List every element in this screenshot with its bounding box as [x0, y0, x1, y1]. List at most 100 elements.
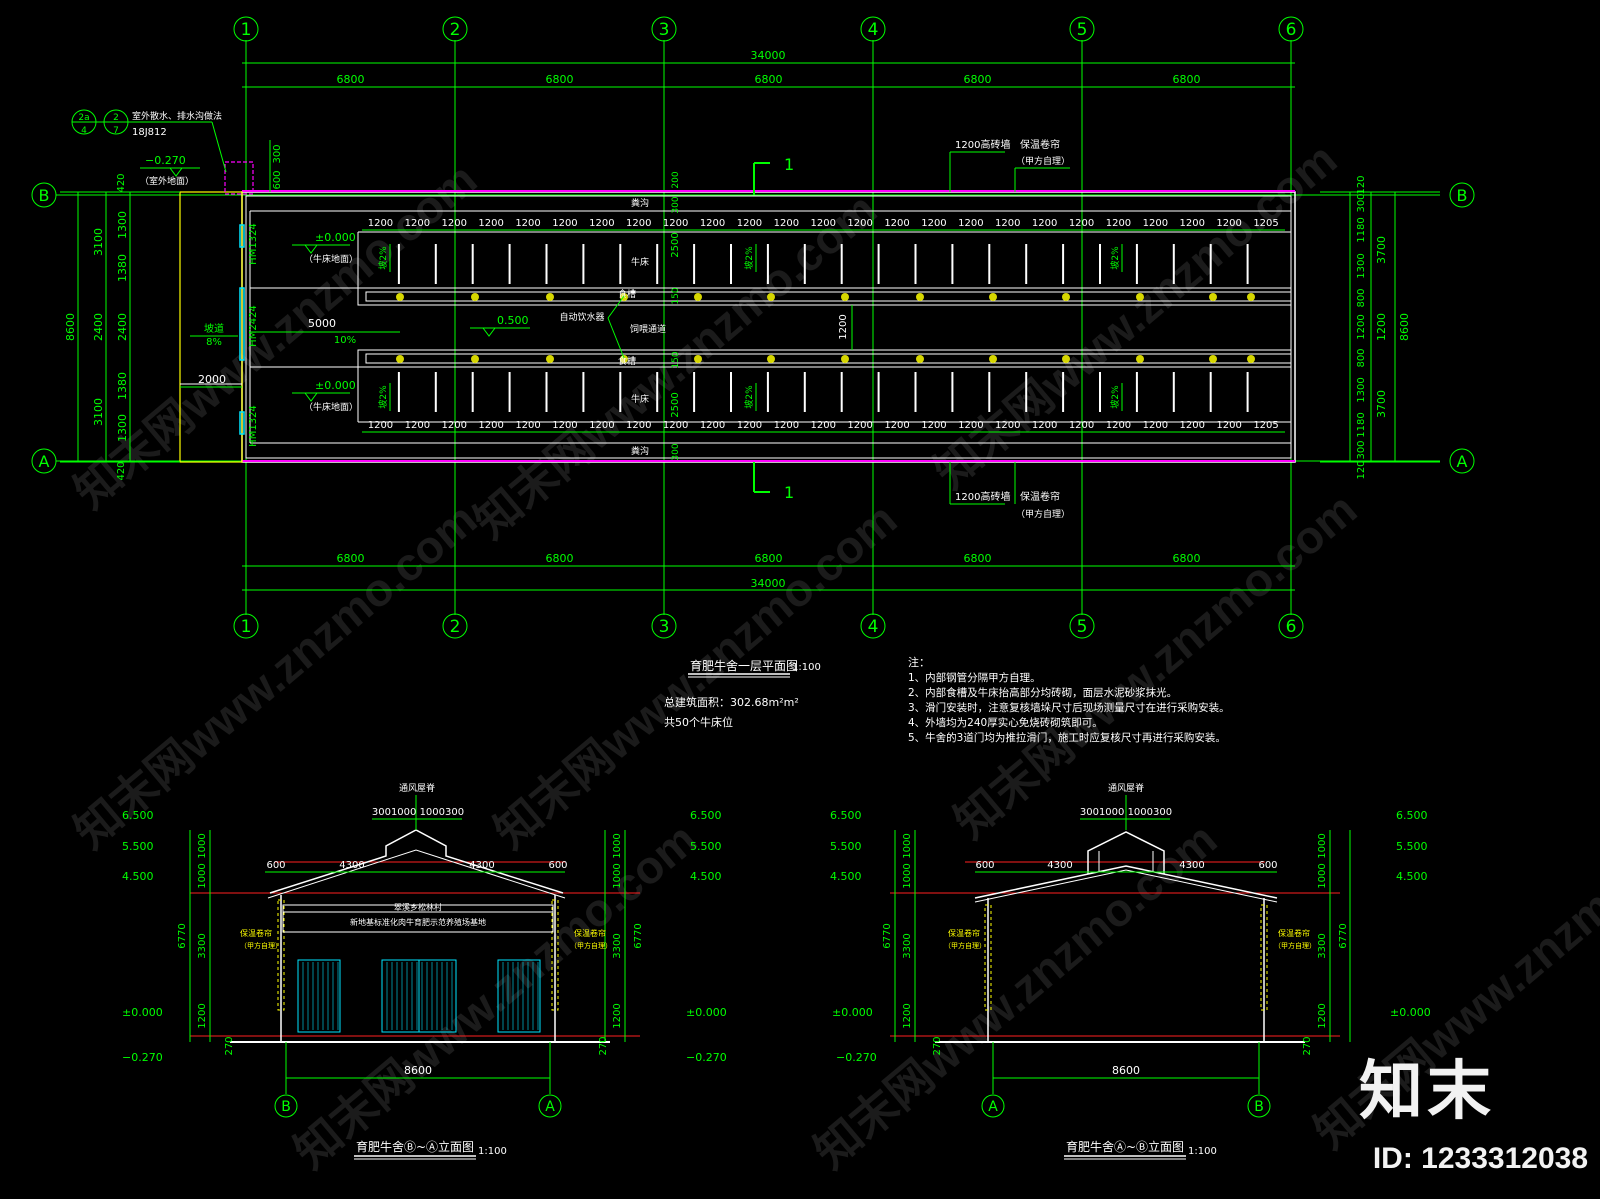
label-trough-top: 食槽 — [618, 288, 636, 300]
section-mark-top: 1 — [784, 155, 794, 174]
axis-bubble-A — [31, 448, 57, 474]
bay-dim-top-4: 6800 — [964, 73, 992, 86]
stall-dim-top: 1200 — [478, 218, 503, 229]
elev-r-dim-3300: 3300 — [902, 933, 913, 958]
right-dim-800a: 800 — [1356, 288, 1367, 307]
drinker-mark — [916, 293, 924, 301]
slope-2pct-label: 坡2% — [743, 385, 755, 409]
elev-r-axis-left: A — [988, 1099, 998, 1115]
stall-dim-bottom: 1200 — [774, 420, 799, 431]
elev-r-dim-3300b: 3300 — [1317, 933, 1328, 958]
bay-dim-bottom-3: 6800 — [755, 552, 783, 565]
elev-r-eave-4300b: 4300 — [1179, 860, 1204, 871]
elev-r-curtain-r: 保温卷帘 — [1278, 928, 1310, 938]
dim-2500-bottom: 2500 — [670, 392, 681, 417]
dim-600: 600 — [272, 170, 283, 189]
stall-dim-top: 1200 — [1069, 218, 1094, 229]
bay-dim-bottom-5: 6800 — [1173, 552, 1201, 565]
right-dim-3700b: 3700 — [1375, 390, 1388, 418]
bay-dim-top-5: 6800 — [1173, 73, 1201, 86]
drinker-mark — [1136, 293, 1144, 301]
bay-dim-bottom-4: 6800 — [964, 552, 992, 565]
curtain-sub-bottom: （甲方自理） — [1016, 508, 1070, 520]
notes-title: 注： — [908, 655, 930, 669]
stall-dim-top: 1200 — [774, 218, 799, 229]
left-dim-1300b: 1300 — [116, 414, 129, 442]
curtain-note-bottom: 保温卷帘 — [1020, 490, 1060, 503]
detail-ref-a: 2a — [78, 113, 89, 123]
stall-dim-top: 1200 — [1032, 218, 1057, 229]
left-dim-3100a: 3100 — [92, 228, 105, 256]
stall-dim-top: 1200 — [626, 218, 651, 229]
axis-label-3: 3 — [659, 617, 670, 637]
beds-text: 共50个牛床位 — [664, 715, 733, 729]
elev-l-dim-1200: 1200 — [197, 1003, 208, 1028]
elev-r-eave-4300a: 4300 — [1047, 860, 1072, 871]
elev-r-ridge-dims: 3001000 1000300 — [1080, 807, 1172, 818]
stall-dim-bottom: 1200 — [589, 420, 614, 431]
elev-l-curtain-sub-l: （甲方自理） — [240, 941, 282, 950]
level-floor-top: ±0.000 — [315, 231, 356, 244]
stall-dim-top: 1200 — [1216, 218, 1241, 229]
drinker-mark — [1209, 355, 1217, 363]
right-dim-1180b: 1180 — [1356, 412, 1367, 437]
stall-dim-top: 1200 — [515, 218, 540, 229]
level-floor-note-top: （牛床地面） — [304, 253, 358, 265]
stall-dim-bottom: 1200 — [405, 420, 430, 431]
left-dim-1380b: 1380 — [116, 372, 129, 400]
label-trough-bottom: 食槽 — [618, 355, 636, 367]
elev-r-curtain-l: 保温卷帘 — [948, 928, 980, 938]
axis-label-2: 2 — [450, 617, 461, 637]
sign-line-1: 翠溪乡松林村 — [394, 902, 442, 912]
elev-l-dim-1000a: 1000 — [197, 833, 208, 858]
elev-l-level-45-l: 4.500 — [122, 870, 154, 883]
drinker-mark — [767, 355, 775, 363]
elev-l-dim-6770b: 6770 — [633, 923, 644, 948]
axis-label-B: B — [39, 186, 50, 205]
elev-r-dim-1000c: 1000 — [1317, 833, 1328, 858]
drinker-mark — [989, 355, 997, 363]
door-hm1324-b: HM1324 — [248, 405, 259, 447]
axis-label-2: 2 — [450, 20, 461, 40]
left-dim-1380a: 1380 — [116, 254, 129, 282]
elev-l-eave-4300b: 4300 — [469, 860, 494, 871]
stall-dim-top: 1200 — [700, 218, 725, 229]
drinker-mark — [1247, 293, 1255, 301]
slope-2pct-label: 坡2% — [743, 246, 755, 270]
detail-ref-std: 18J812 — [132, 127, 167, 138]
drinker-mark — [1062, 355, 1070, 363]
elev-r-level-45-r: 4.500 — [1396, 870, 1428, 883]
axis-bubble-6 — [1278, 16, 1304, 42]
axis-bubble-B — [31, 182, 57, 208]
stall-dim-top: 1200 — [552, 218, 577, 229]
axis-label-4: 4 — [868, 617, 879, 637]
elev-r-axis-right: B — [1254, 1099, 1264, 1115]
drinker-mark — [396, 293, 404, 301]
elev-l-dim-1000b: 1000 — [197, 863, 208, 888]
stall-dim-bottom: 1200 — [847, 420, 872, 431]
wall-note-bottom: 1200高砖墙 — [955, 490, 1010, 503]
axis-bubble-A — [1449, 448, 1475, 474]
elev-l-dim-3300: 3300 — [197, 933, 208, 958]
stall-dim-top: 1200 — [589, 218, 614, 229]
elev-l-level-65-r: 6.500 — [690, 809, 722, 822]
drinker-mark — [546, 293, 554, 301]
drinker-mark — [1247, 355, 1255, 363]
note-1: 1、内部钢管分隔甲方自理。 — [908, 671, 1041, 684]
stall-dim-bottom: 1200 — [442, 420, 467, 431]
label-dung-top: 粪沟 — [631, 197, 649, 209]
left-dim-3100b: 3100 — [92, 398, 105, 426]
dim-5000: 5000 — [308, 317, 336, 330]
left-dim-2400b: 2400 — [116, 313, 129, 341]
stall-dim-bottom: 1200 — [958, 420, 983, 431]
stall-dim-bottom: 1200 — [552, 420, 577, 431]
stall-dim-bottom: 1200 — [368, 420, 393, 431]
left-dim-420a: 420 — [116, 173, 127, 192]
drinker-mark — [694, 293, 702, 301]
stall-dim-bottom: 1200 — [515, 420, 540, 431]
elev-l-ridge-dims: 3001000 1000300 — [372, 807, 464, 818]
elev-r-dim-6770b: 6770 — [1338, 923, 1349, 948]
left-dimensions: 8600 3100 2400 3100 1300 1380 2400 1380 … — [60, 173, 180, 481]
plan-annotations: 2a 2 4 7 室外散水、排水沟做法 18J812 −0.270 （室外地面）… — [71, 109, 1070, 520]
